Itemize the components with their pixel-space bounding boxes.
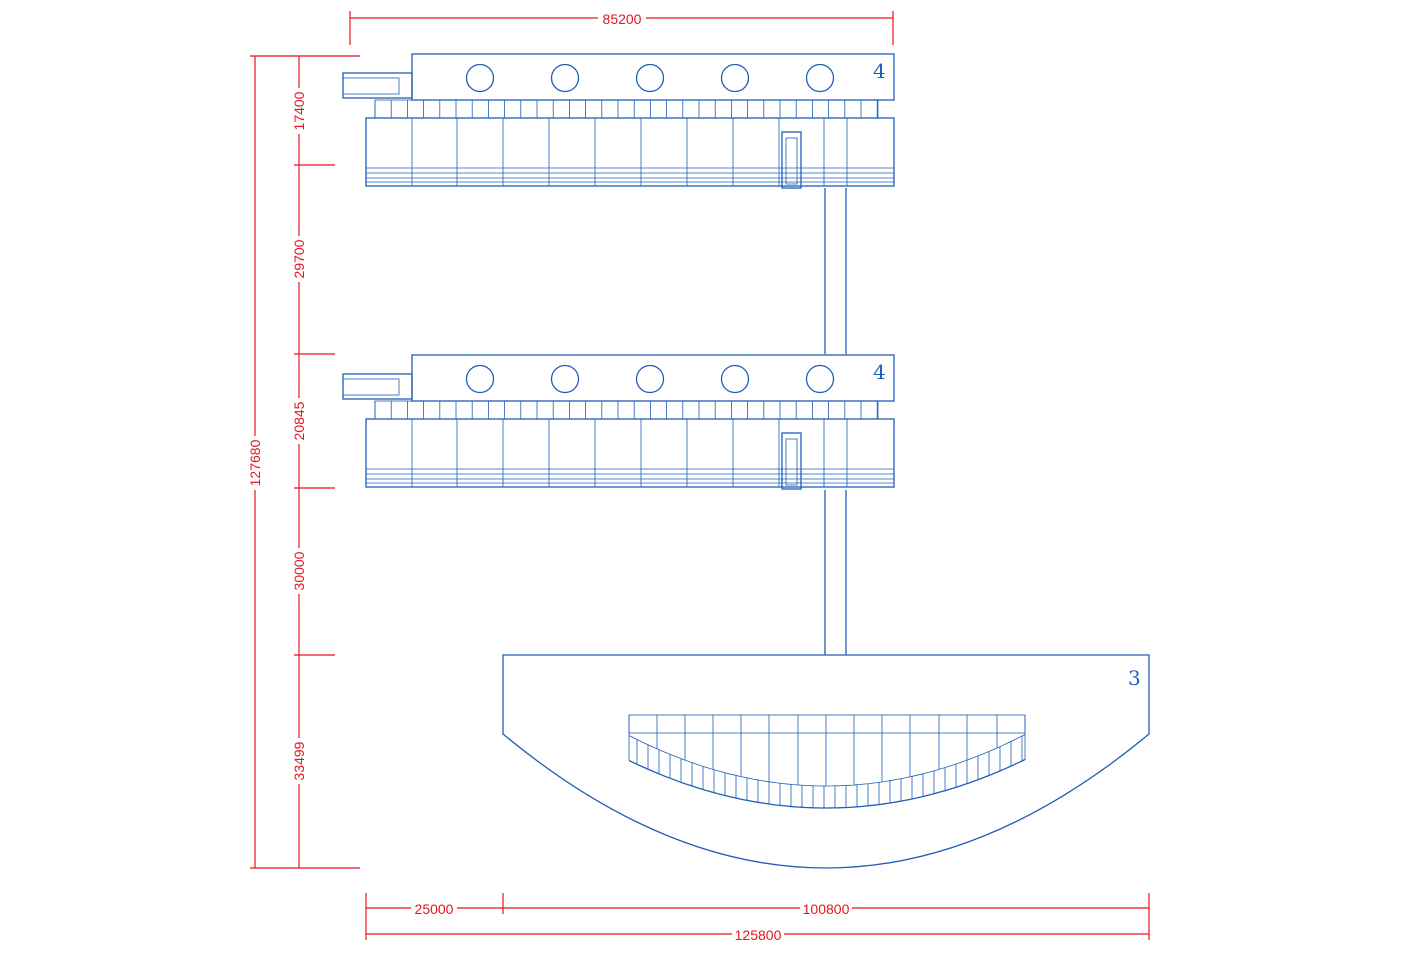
side-arm-inner	[342, 378, 400, 396]
upper-box	[411, 53, 895, 101]
circle-opening	[635, 364, 665, 394]
dim-segment-5: 33499	[291, 741, 307, 780]
dim-segment-3: 20845	[291, 401, 307, 440]
block-top-label: 4	[873, 59, 886, 83]
inset-panel	[781, 432, 802, 490]
block-middle-label: 4	[873, 360, 886, 384]
circle-opening	[465, 63, 495, 93]
fan-inner-curve	[628, 734, 1026, 787]
vertical-connector	[824, 188, 847, 655]
inset-panel	[781, 131, 802, 189]
block-bottom-fan	[628, 714, 1026, 809]
dim-bottom-left: 25000	[415, 901, 454, 917]
dimension-texts: 85200 17400 29700 20845 30000 33499 1276…	[246, 9, 852, 943]
circle-opening	[805, 364, 835, 394]
lower-box	[365, 117, 895, 187]
upper-box	[411, 354, 895, 402]
dim-total-height: 127680	[247, 439, 263, 486]
circle-opening	[805, 63, 835, 93]
fan-outer-curve	[628, 758, 1026, 809]
fan-top-band	[628, 714, 1026, 734]
lower-box	[365, 418, 895, 488]
dim-segment-1: 17400	[291, 91, 307, 130]
circle-opening	[720, 63, 750, 93]
dim-segment-4: 30000	[291, 551, 307, 590]
circle-opening	[465, 364, 495, 394]
dimension-lines	[250, 11, 1150, 940]
circle-opening	[635, 63, 665, 93]
cell-row	[374, 400, 879, 420]
block-top	[342, 53, 895, 189]
inset-panel-inner	[785, 438, 798, 486]
dim-top-width: 85200	[603, 11, 642, 27]
block-middle	[342, 354, 895, 490]
cell-row	[374, 99, 879, 119]
dim-segment-2: 29700	[291, 239, 307, 278]
dim-bottom-right: 100800	[803, 901, 850, 917]
circle-opening	[720, 364, 750, 394]
circle-opening	[550, 364, 580, 394]
side-arm-inner	[342, 77, 400, 95]
circle-opening	[550, 63, 580, 93]
inset-panel-inner	[785, 137, 798, 185]
block-bottom-label: 3	[1128, 666, 1141, 690]
block-bottom	[502, 654, 1150, 869]
dim-bottom-total: 125800	[735, 927, 782, 943]
